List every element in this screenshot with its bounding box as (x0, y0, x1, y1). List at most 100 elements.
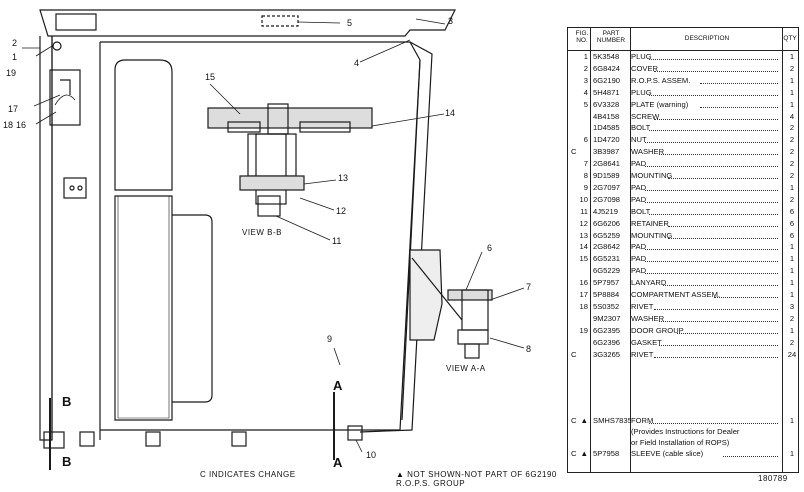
row-quantity: 1 (789, 325, 795, 335)
row-description: RIVET (631, 301, 654, 311)
callout-13: 13 (338, 173, 349, 183)
row-quantity: 2 (789, 123, 795, 133)
row-quantity: 2 (789, 194, 795, 204)
row-leader-dots (644, 159, 778, 168)
header-qty: QTY (783, 35, 797, 42)
col-divider (590, 28, 591, 472)
row-part-number: 5H4871 (593, 87, 620, 97)
row-leader-dots (658, 338, 778, 346)
row-fig-no: 14 (579, 242, 588, 252)
row-quantity: 2 (789, 147, 795, 157)
row-fig-no: 5 (583, 99, 588, 109)
row-change-flag: C (571, 416, 577, 425)
row-part-number: 6G5231 (593, 254, 621, 264)
row-description: COMPARTMENT ASSEM. (631, 290, 721, 299)
row-description: WASHER (631, 313, 665, 323)
row-leader-dots (649, 88, 778, 96)
change-note: C INDICATES CHANGE (200, 470, 296, 479)
row-fig-no: 15 (579, 254, 588, 264)
row-quantity: 1 (789, 52, 795, 61)
row-description: DOOR GROUP (631, 325, 684, 335)
row-part-number: 5P7958 (593, 449, 620, 458)
row-description: PAD (631, 254, 647, 264)
row-leader-dots (644, 242, 778, 251)
callout-10: 10 (366, 450, 377, 460)
row-leader-dots (654, 112, 778, 120)
callout-1: 1 (12, 52, 18, 62)
row-leader-dots (649, 416, 778, 424)
row-fig-no: 4 (583, 87, 588, 97)
row-description: GASKET (631, 337, 662, 347)
row-part-number: 3G3265 (593, 349, 621, 359)
callout-6: 6 (487, 243, 493, 253)
view-a-a-detail (409, 249, 493, 359)
figure-number: 180789 (758, 474, 788, 483)
view-b-b-label: VIEW B-B (242, 228, 283, 237)
row-leader-dots (667, 231, 778, 239)
row-part-number: 5S0352 (593, 301, 620, 311)
row-part-number: 6G5259 (593, 230, 621, 240)
row-leader-dots (644, 195, 778, 203)
row-part-number: 6G2190 (593, 75, 621, 85)
row-description: PAD (631, 194, 647, 204)
section-a-bottom: A (333, 455, 343, 470)
callout-2: 2 (12, 38, 18, 48)
parts-table-header: FIG. NO. PART NUMBER DESCRIPTION QTY (568, 28, 798, 51)
row-description: BOLT (631, 123, 651, 133)
row-leader-dots (649, 52, 778, 60)
row-quantity: 2 (789, 63, 795, 73)
row-part-number: 6G6206 (593, 218, 621, 228)
row-leader-dots (644, 254, 778, 263)
callout-4: 4 (354, 58, 360, 68)
row-fig-no: 1 (583, 52, 588, 61)
rops-cab-illustration (22, 9, 525, 470)
row-quantity: 1 (789, 87, 795, 97)
row-leader-dots (667, 171, 778, 179)
right-post (359, 41, 433, 433)
row-part-number: 4J5219 (593, 206, 618, 216)
row-description: NUT (631, 135, 647, 145)
row-part-number: 2G8641 (593, 159, 621, 169)
callout-14: 14 (445, 108, 456, 118)
callout-3: 3 (448, 16, 454, 26)
row-description: COVER (631, 63, 659, 73)
row-fig-no: 2 (583, 63, 588, 73)
col-divider (782, 28, 783, 472)
row-change-flag: C (571, 147, 577, 157)
row-quantity: 3 (789, 301, 795, 311)
row-description: LANYARD (631, 278, 667, 288)
row-fig-no: ▲ (580, 416, 588, 425)
header-fig-no: FIG. NO. (575, 30, 589, 44)
row-fig-no: 12 (579, 218, 588, 228)
row-part-number: 6G2396 (593, 337, 621, 347)
row-description: SCREW (631, 111, 660, 121)
row-leader-dots (658, 147, 778, 156)
row-quantity: 1 (789, 242, 795, 252)
window-upper (114, 59, 173, 191)
window-lower (114, 195, 173, 421)
row-leader-dots (644, 183, 778, 191)
row-leader-dots (700, 76, 778, 84)
row-part-number: 5P7957 (593, 278, 620, 288)
row-description: RETAINER (631, 218, 669, 228)
row-quantity: 1 (789, 266, 795, 276)
row-description: PLATE (warning) (631, 99, 689, 109)
row-quantity: 2 (789, 313, 795, 323)
row-leader-dots (654, 64, 778, 72)
row-leader-dots (649, 207, 778, 215)
row-part-number: SMHS7835 (593, 416, 631, 425)
header-part-number: PART NUMBER (596, 30, 626, 44)
exploded-view-drawing: 3 5 1 2 19 17 18 16 4 15 14 13 12 11 6 7… (3, 9, 556, 488)
